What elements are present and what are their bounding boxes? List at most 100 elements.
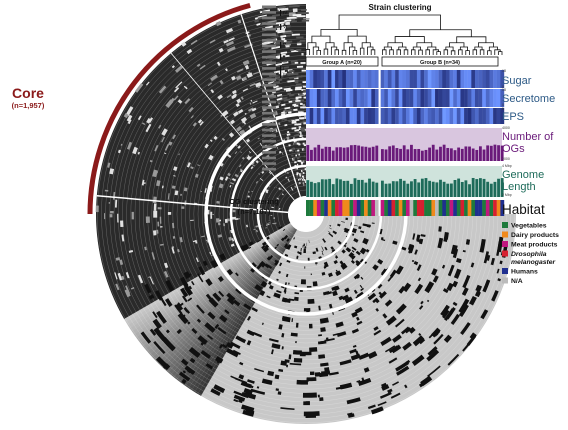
dendrogram-branch: [383, 46, 392, 50]
og-present-mark: [319, 317, 329, 324]
og-variable-mark: [294, 129, 300, 132]
og-variable-mark: [279, 53, 286, 57]
track-bar: [384, 183, 388, 197]
og-present-mark: [243, 387, 253, 395]
habitat-cell: [413, 200, 418, 216]
strain-label-mark: [262, 27, 276, 31]
habitat-cell: [367, 200, 372, 216]
og-absent-mark: [212, 214, 214, 216]
og-absent-mark: [125, 271, 130, 279]
strain-label-mark: [262, 106, 276, 109]
heat-cell: [406, 108, 410, 124]
og-present-mark: [276, 289, 282, 294]
og-absent-mark: [145, 123, 152, 133]
og-absent-mark: [223, 223, 226, 227]
og-present-mark: [174, 304, 183, 315]
track-bar: [413, 149, 417, 161]
track-bar: [317, 182, 321, 197]
og-variable-mark: [301, 8, 307, 11]
og-present-mark: [200, 350, 211, 359]
secretome-label: Secretome: [502, 93, 555, 105]
og-absent-mark: [108, 202, 111, 204]
og-absent-mark: [226, 94, 232, 99]
og-absent-mark: [278, 188, 281, 191]
dendrogram-branch: [488, 46, 498, 51]
og-absent-mark: [247, 195, 250, 198]
heat-cell: [327, 108, 332, 124]
og-present-mark: [360, 287, 364, 292]
og-variable-mark: [299, 176, 302, 179]
og-present-mark: [281, 346, 284, 350]
heat-cell: [500, 108, 505, 124]
heat-cell: [464, 108, 468, 124]
heat-cell: [306, 108, 310, 124]
og-present-mark: [418, 338, 426, 345]
dendrogram-root: [338, 14, 441, 30]
og-present-mark: [469, 332, 477, 340]
og-absent-mark: [144, 182, 146, 185]
heat-cell: [356, 89, 361, 107]
og-present-mark: [358, 226, 362, 230]
og-present-mark: [371, 222, 375, 224]
og-absent-mark: [215, 218, 220, 223]
og-variable-mark: [293, 142, 297, 145]
og-absent-mark: [152, 196, 157, 204]
heat-cell: [367, 89, 372, 107]
heat-cell: [474, 108, 479, 124]
og-present-mark: [308, 239, 310, 244]
og-present-mark: [183, 285, 193, 296]
habitat-cell: [395, 200, 399, 216]
transition-band: [182, 228, 296, 387]
og-variable-mark: [276, 97, 283, 101]
og-present-mark: [348, 251, 355, 259]
og-variable-mark: [286, 131, 290, 134]
og-present-mark: [462, 274, 471, 289]
strain-label-mark: [262, 123, 276, 126]
track-bar: [353, 178, 357, 197]
og-present-mark: [290, 332, 298, 337]
ring-separator: [256, 164, 356, 264]
heat-cell: [420, 70, 425, 88]
og-present-mark: [276, 278, 279, 281]
og-present-mark: [242, 409, 255, 417]
roman-label-text: V: [283, 42, 286, 47]
strain-dendrogram: [305, 14, 503, 55]
og-absent-mark: [163, 270, 169, 278]
og-present-mark: [243, 303, 252, 310]
og-present-mark: [266, 236, 270, 240]
legend-item: Humans: [502, 268, 538, 275]
og-present-mark: [302, 245, 304, 248]
track-bar: [457, 147, 461, 161]
heat-cell: [391, 89, 396, 107]
og-present-mark: [225, 342, 234, 349]
og-present-mark: [388, 357, 398, 364]
og-variable-mark: [304, 181, 306, 184]
og-absent-mark: [190, 39, 198, 45]
habitat-cell: [467, 200, 472, 216]
og-absent-mark: [285, 21, 291, 26]
og-absent-mark: [216, 61, 221, 67]
og-absent-mark: [174, 190, 179, 196]
og-present-mark: [309, 371, 315, 375]
track-bar: [460, 181, 464, 197]
og-absent-mark: [253, 228, 257, 231]
og-absent-mark: [216, 200, 220, 204]
og-variable-mark: [302, 106, 307, 109]
og-present-mark: [285, 243, 288, 246]
og-variable-mark: [280, 73, 286, 76]
heat-cell: [338, 108, 343, 124]
ring-separators: [96, 14, 408, 316]
og-present-mark: [226, 297, 235, 306]
habitat-cell: [313, 200, 318, 216]
og-variable-mark: [256, 23, 261, 26]
habitat-cell: [427, 200, 432, 216]
og-absent-mark: [154, 144, 159, 152]
heat-cell: [402, 108, 407, 124]
genome-max: 4 Mbp: [502, 164, 512, 168]
track-bar: [464, 146, 468, 161]
og-present-mark: [362, 237, 369, 245]
og-variable-mark: [287, 79, 295, 83]
og-absent-mark: [231, 216, 237, 220]
og-present-mark: [286, 244, 292, 250]
og-present-mark: [358, 352, 370, 360]
